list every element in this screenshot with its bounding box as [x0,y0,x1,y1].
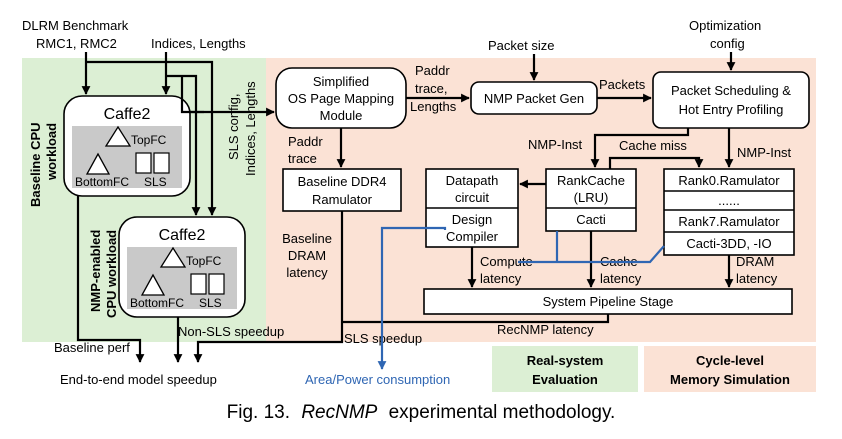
baseline-workload-label-2: workload [44,123,59,181]
line-indices-right [166,74,201,216]
legend-real-system-2: Evaluation [532,372,598,387]
datapath-line1: Datapath [446,173,499,188]
cache-miss-label: Cache miss [619,138,687,153]
baseline-perf-label: Baseline perf [54,340,130,355]
recnmp-latency-label: RecNMP latency [497,322,594,337]
sls-block-2 [153,152,170,174]
baseline-ddr4-box [282,168,402,212]
config-label: config [710,36,745,51]
paddr-trace-label-1: Paddr [288,134,323,149]
packet-scheduling-line2: Hot Entry Profiling [679,102,784,117]
packet-scheduling-line1: Packet Scheduling & [671,83,791,98]
caption-suffix: experimental methodology. [389,402,616,423]
indices-lengths-label: Indices, Lengths [151,36,246,51]
topfc-triangle [104,125,132,147]
nmp-bottomfc-label: BottomFC [130,296,184,310]
nmp-sls-block-1 [190,273,207,295]
nmp-topfc-label: TopFC [186,254,222,268]
arrow-cache-miss [608,156,704,169]
rankcache-box [545,168,637,232]
nmp-topfc-triangle [159,246,187,268]
area-power-label: Area/Power consumption [305,372,450,387]
legend-cycle-level-swatch [644,346,816,392]
legend-cycle-level-1: Cycle-level [696,353,764,368]
line-sls-speedup [193,211,344,363]
design-compiler-line1: Design [452,212,492,227]
bottomfc-triangle [85,152,111,175]
os-mapping-line3: Module [320,108,363,123]
packet-scheduling-box [652,71,810,129]
nmp-sls-block-2 [208,273,225,295]
connectors [76,52,736,369]
line-rmc-top [86,60,217,216]
paddr-trace-lengths-2: trace, [415,81,448,96]
blue-area-power-path [382,226,665,369]
datapath-line2: circuit [455,190,489,205]
caffe2-baseline-title: Caffe2 [104,106,151,123]
legend-real-system-1: Real-system [527,353,604,368]
compute-latency-1: Compute [480,254,533,269]
paddr-trace-label-2: trace [288,151,317,166]
system-pipeline-box [423,288,793,315]
sls-config-label-2: Indices, Lengths [243,81,258,176]
arrow-nmp-inst-left [590,128,690,168]
bottomfc-label: BottomFC [75,175,129,189]
paddr-trace-lengths-3: Lengths [410,99,457,114]
compute-latency-2: latency [480,271,522,286]
paddr-trace-lengths-1: Paddr [415,63,450,78]
dram-latency-2: latency [736,271,778,286]
sls-block-1 [135,152,152,174]
nmp-workload-label: NMP-enabled [88,230,103,312]
baseline-ddr4-line1: Baseline DDR4 [298,174,387,189]
baseline-dram-latency-2: DRAM [288,248,326,263]
nmp-inst-right-label: NMP-Inst [737,145,792,160]
nmp-packet-gen-label: NMP Packet Gen [484,91,584,106]
rmc-label: RMC1, RMC2 [36,36,117,51]
caption-name: RecNMP [301,402,377,423]
nmp-sls-label: SLS [199,296,222,310]
ramulator-stack-box [663,168,795,256]
rank7-ramulator: Rank7.Ramulator [678,214,780,229]
baseline-ddr4-line2: Ramulator [312,192,373,207]
os-mapping-line2: OS Page Mapping [288,91,394,106]
rankcache-line1: RankCache [557,173,625,188]
ramulator-ellipsis: ...... [718,193,740,208]
caffe2-nmp-title: Caffe2 [159,227,206,244]
rankcache-line2: (LRU) [574,190,609,205]
os-mapping-line1: Simplified [313,74,369,89]
nmp-workload-label-2: CPU workload [104,230,119,318]
rankcache-cacti: Cacti [576,212,606,227]
cacti-3dd-io: Cacti-3DD, -IO [686,236,771,251]
optimization-label: Optimization [689,18,761,33]
design-compiler-line2: Compiler [446,229,499,244]
legend-real-system-swatch [492,346,638,392]
cache-latency-2: latency [600,271,642,286]
legend-cycle-level-2: Memory Simulation [670,372,790,387]
caption-prefix: Fig. 13. [227,402,290,423]
dlrm-benchmark-label: DLRM Benchmark [22,18,129,33]
packets-label: Packets [599,77,646,92]
end-to-end-speedup-label: End-to-end model speedup [60,372,217,387]
line-baseline-perf [76,196,145,363]
baseline-workload-label: Baseline CPU [28,122,43,207]
baseline-dram-latency-3: latency [286,265,328,280]
packet-size-label: Packet size [488,38,554,53]
nmp-bottomfc-triangle [140,273,166,296]
line-indices-to-os [180,76,275,117]
dram-latency-1: DRAM [736,254,774,269]
sls-label: SLS [144,175,167,189]
line-recnmp-latency [342,314,610,324]
sls-config-label: SLS config, [226,94,241,161]
system-pipeline-label: System Pipeline Stage [543,294,674,309]
figure-caption: Fig. 13. RecNMP experimental methodology… [227,402,616,423]
non-sls-speedup-label: Non-SLS speedup [178,324,284,339]
nmp-inst-left-label: NMP-Inst [528,137,583,152]
topfc-label: TopFC [131,133,167,147]
baseline-dram-latency-1: Baseline [282,231,332,246]
rank0-ramulator: Rank0.Ramulator [678,173,780,188]
